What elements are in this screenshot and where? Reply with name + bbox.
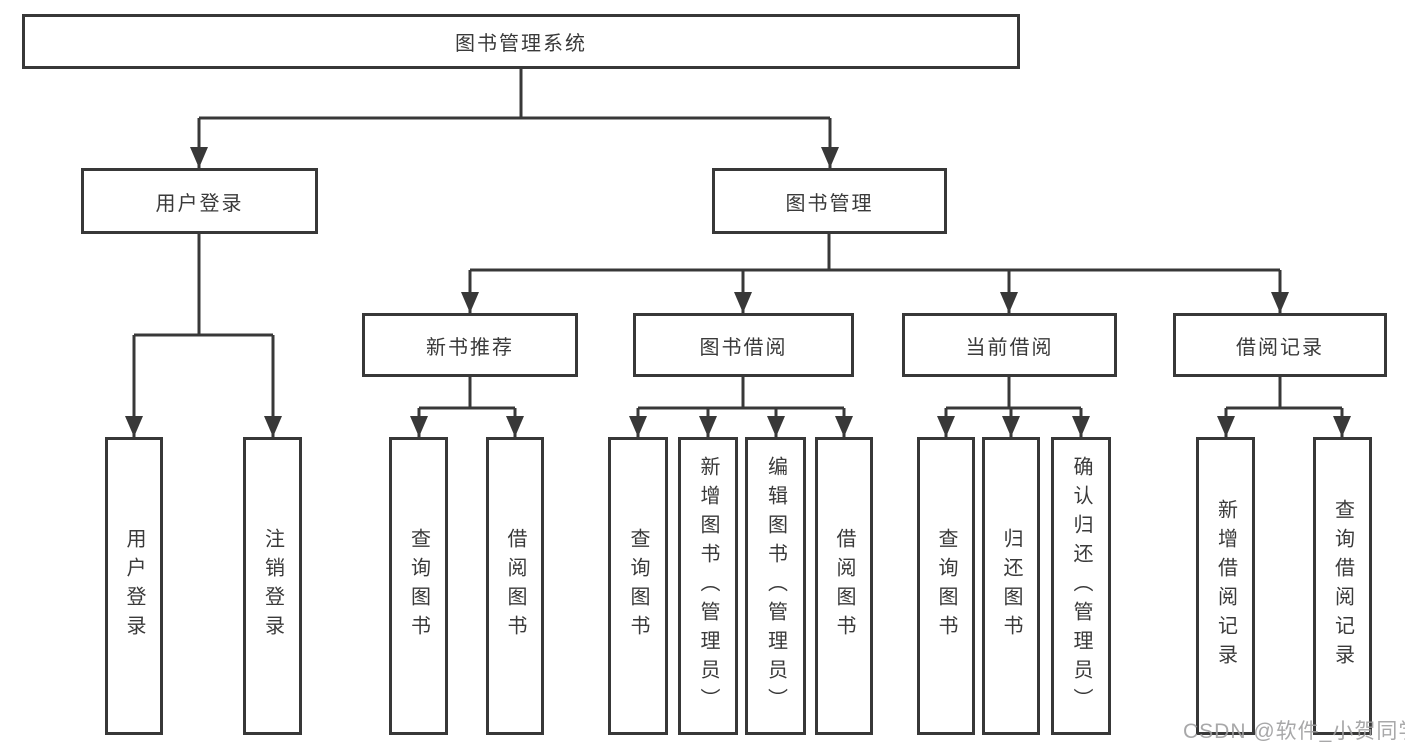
leaf-borrow-books-label: 借阅图书 (833, 528, 855, 644)
leaf-query-books-borrow: 查询图书 (608, 437, 668, 735)
leaf-edit-books-admin-label: 编辑图书（管理员） (764, 455, 787, 717)
node-user-login: 用户登录 (81, 168, 318, 234)
leaf-user-login: 用户登录 (105, 437, 163, 735)
node-new-book-recommendation-label: 新书推荐 (426, 336, 514, 359)
leaf-query-books-current: 查询图书 (917, 437, 975, 735)
arrowheads (125, 147, 1351, 437)
leaf-user-login-label: 用户登录 (123, 528, 145, 644)
leaf-add-books-admin-label: 新增图书（管理员） (697, 455, 719, 717)
node-book-borrowing-label: 图书借阅 (699, 336, 788, 359)
leaf-query-books-recommend: 查询图书 (389, 437, 448, 735)
leaf-edit-books-admin: 编辑图书（管理员） (745, 437, 806, 735)
node-book-management-label: 图书管理 (785, 192, 874, 215)
leaf-query-books-current-label: 查询图书 (935, 528, 957, 644)
leaf-return-books: 归还图书 (982, 437, 1040, 735)
node-borrowing-records-label: 借阅记录 (1236, 336, 1324, 359)
leaf-add-books-admin: 新增图书（管理员） (678, 437, 738, 735)
leaf-logout-login-label: 注销登录 (261, 528, 284, 644)
leaf-query-borrow-record: 查询借阅记录 (1313, 437, 1372, 735)
leaf-borrow-books-recommend: 借阅图书 (486, 437, 544, 735)
csdn-watermark: CSDN @软件_小贺同学 (1183, 720, 1405, 743)
leaf-borrow-books-recommend-label: 借阅图书 (504, 528, 526, 644)
leaf-add-borrow-record: 新增借阅记录 (1196, 437, 1255, 735)
node-borrowing-records: 借阅记录 (1173, 313, 1387, 377)
node-library-system-label: 图书管理系统 (455, 33, 587, 55)
node-current-borrowing-label: 当前借阅 (965, 336, 1054, 359)
node-new-book-recommendation: 新书推荐 (362, 313, 578, 377)
node-current-borrowing: 当前借阅 (902, 313, 1117, 377)
node-book-management: 图书管理 (712, 168, 947, 234)
leaf-confirm-return-admin: 确认归还（管理员） (1051, 437, 1111, 735)
node-book-borrowing: 图书借阅 (633, 313, 854, 377)
leaf-query-books-recommend-label: 查询图书 (407, 528, 430, 644)
leaf-query-books-borrow-label: 查询图书 (627, 528, 649, 644)
leaf-return-books-label: 归还图书 (1000, 528, 1022, 644)
leaf-borrow-books: 借阅图书 (815, 437, 873, 735)
node-user-login-label: 用户登录 (155, 192, 244, 215)
leaf-confirm-return-admin-label: 确认归还（管理员） (1070, 455, 1092, 717)
leaf-add-borrow-record-label: 新增借阅记录 (1214, 499, 1237, 673)
leaf-logout-login: 注销登录 (243, 437, 302, 735)
node-library-system: 图书管理系统 (22, 14, 1020, 69)
leaf-query-borrow-record-label: 查询借阅记录 (1331, 499, 1354, 673)
